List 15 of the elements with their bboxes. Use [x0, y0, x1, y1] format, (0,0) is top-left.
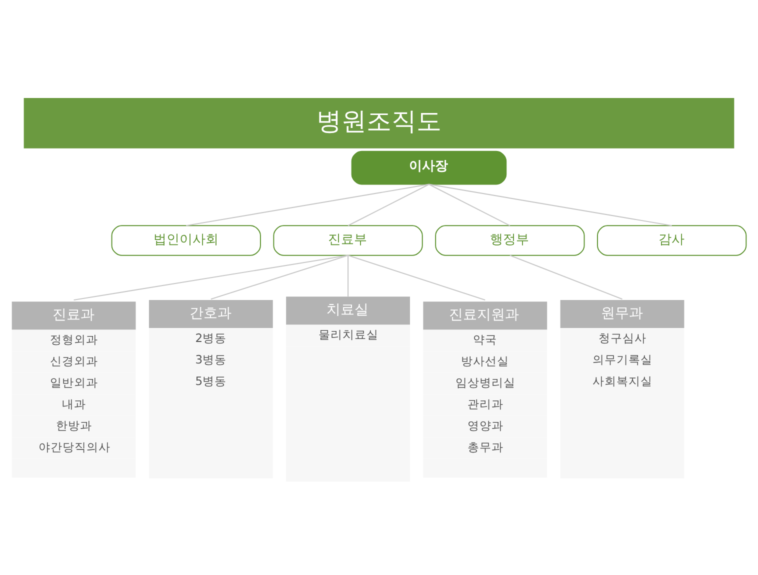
connector — [347, 254, 349, 296]
connector — [74, 254, 348, 300]
diagram-title: 병원조직도 — [316, 106, 442, 135]
connector — [348, 183, 430, 226]
node-box: 행정부 — [435, 224, 585, 256]
connector — [428, 183, 672, 226]
connector — [348, 254, 486, 300]
connector — [510, 254, 622, 300]
connector — [186, 183, 430, 226]
connector — [428, 183, 510, 226]
node-box: 감사 — [596, 224, 747, 256]
node-box: 진료부 — [273, 224, 423, 256]
node-box: 이사장 — [351, 150, 507, 184]
node-box: 법인이사회 — [111, 224, 261, 256]
connector — [210, 254, 348, 300]
